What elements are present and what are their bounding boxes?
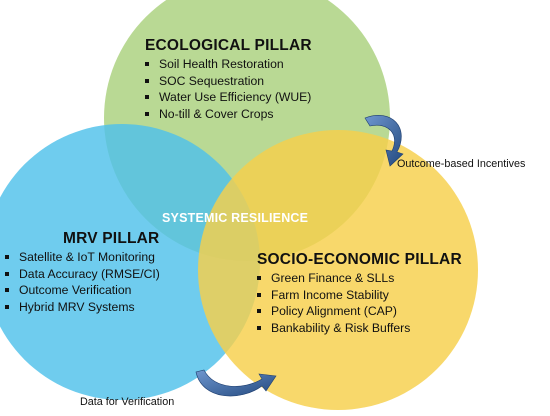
list-item: Green Finance & SLLs — [257, 270, 462, 287]
list-item: Soil Health Restoration — [145, 56, 312, 73]
list-item: SOC Sequestration — [145, 73, 312, 90]
list-item: Policy Alignment (CAP) — [257, 303, 462, 320]
data-verification-label: Data for Verification — [80, 396, 175, 408]
ecological-pillar: ECOLOGICAL PILLAR Soil Health Restoratio… — [145, 37, 312, 122]
list-item: No-till & Cover Crops — [145, 106, 312, 123]
bullet-icon — [5, 288, 9, 293]
bullet-icon — [145, 78, 149, 83]
bullet-icon — [5, 305, 9, 310]
bullet-icon — [145, 95, 149, 100]
bullet-icon — [5, 271, 9, 276]
systemic-resilience-label: SYSTEMIC RESILIENCE — [162, 211, 309, 225]
socio-economic-pillar: SOCIO-ECONOMIC PILLAR Green Finance & SL… — [257, 251, 462, 336]
list-item: Data Accuracy (RMSE/CI) — [5, 266, 160, 283]
ecological-title: ECOLOGICAL PILLAR — [145, 37, 312, 54]
list-item: Satellite & IoT Monitoring — [5, 249, 160, 266]
bullet-icon — [5, 255, 9, 260]
bullet-icon — [257, 309, 261, 314]
bullet-icon — [145, 112, 149, 117]
bullet-icon — [257, 292, 261, 297]
outcome-incentives-label: Outcome-based Incentives — [397, 158, 526, 170]
list-item: Outcome Verification — [5, 282, 160, 299]
mrv-list: Satellite & IoT Monitoring Data Accuracy… — [5, 249, 160, 315]
socio-economic-circle — [198, 130, 478, 410]
socio-economic-list: Green Finance & SLLs Farm Income Stabili… — [257, 270, 462, 336]
ecological-list: Soil Health Restoration SOC Sequestratio… — [145, 56, 312, 122]
bullet-icon — [145, 62, 149, 67]
bullet-icon — [257, 326, 261, 331]
list-item: Hybrid MRV Systems — [5, 299, 160, 316]
list-item: Water Use Efficiency (WUE) — [145, 89, 312, 106]
socio-economic-title: SOCIO-ECONOMIC PILLAR — [257, 251, 462, 268]
mrv-title: MRV PILLAR — [63, 230, 160, 247]
mrv-pillar: MRV PILLAR Satellite & IoT Monitoring Da… — [5, 230, 160, 315]
list-item: Farm Income Stability — [257, 287, 462, 304]
mrv-circle — [0, 124, 260, 400]
bullet-icon — [257, 276, 261, 281]
list-item: Bankability & Risk Buffers — [257, 320, 462, 337]
data-arrow-icon — [195, 369, 277, 397]
